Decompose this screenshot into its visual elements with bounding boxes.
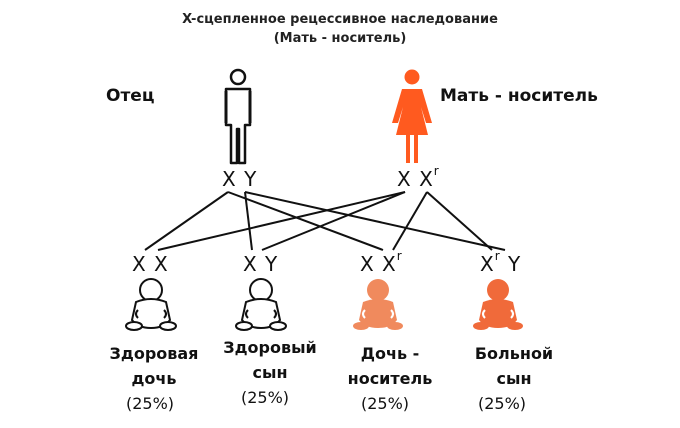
mother-label: Мать - носитель (440, 86, 598, 106)
father-genotype: X Y (222, 167, 258, 191)
child4-percent: (25%) (477, 394, 527, 413)
line-mother-x-to-child2 (261, 191, 406, 251)
child2-genotype: X Y (243, 252, 279, 276)
baby-icon (473, 279, 523, 330)
female-figure-icon (392, 69, 432, 163)
line-mother-x-to-child1 (157, 191, 406, 251)
child3-percent: (25%) (360, 394, 410, 413)
line-mother-xr-to-child4 (426, 191, 493, 251)
baby-icon (235, 278, 287, 331)
baby-icon (125, 278, 177, 331)
baby-icon (353, 279, 403, 330)
father-label: Отец (106, 86, 155, 106)
line-father-x-to-child3 (227, 191, 384, 251)
child1-genotype: X X (132, 252, 169, 276)
line-mother-xr-to-child3 (392, 191, 428, 251)
mother-genotype: X Xr (397, 164, 440, 191)
child4-genotype: Xr Y (480, 249, 522, 276)
line-father-y-to-child4 (244, 191, 506, 251)
line-father-x-to-child1 (144, 191, 229, 251)
line-father-y-to-child2 (244, 191, 253, 251)
child2-percent: (25%) (240, 388, 290, 407)
diagram-subtitle: (Мать - носитель) (273, 31, 407, 46)
male-figure-icon (224, 68, 252, 165)
child1-percent: (25%) (125, 394, 175, 413)
diagram-title: X-сцепленное рецессивное наследование (182, 12, 498, 27)
child3-label: Дочь -носитель (347, 344, 433, 388)
child3-genotype: X Xr (360, 249, 403, 276)
